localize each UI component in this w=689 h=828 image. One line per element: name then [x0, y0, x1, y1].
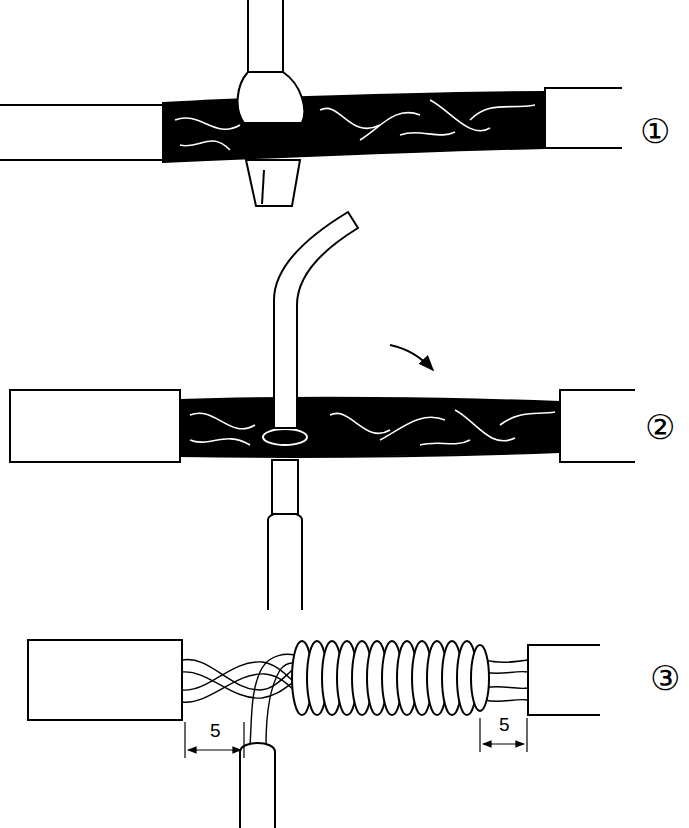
dimension-lines	[185, 718, 527, 758]
panel-one	[0, 0, 622, 206]
dimension-label: 5	[497, 715, 512, 734]
wire-coil	[292, 641, 489, 715]
panel-three	[28, 640, 600, 828]
callout-number: ①	[640, 114, 670, 148]
callout-number: ③	[650, 661, 680, 695]
callout-number: ②	[645, 410, 675, 444]
panel-two	[10, 212, 635, 610]
dimension-label: 5	[208, 721, 223, 740]
